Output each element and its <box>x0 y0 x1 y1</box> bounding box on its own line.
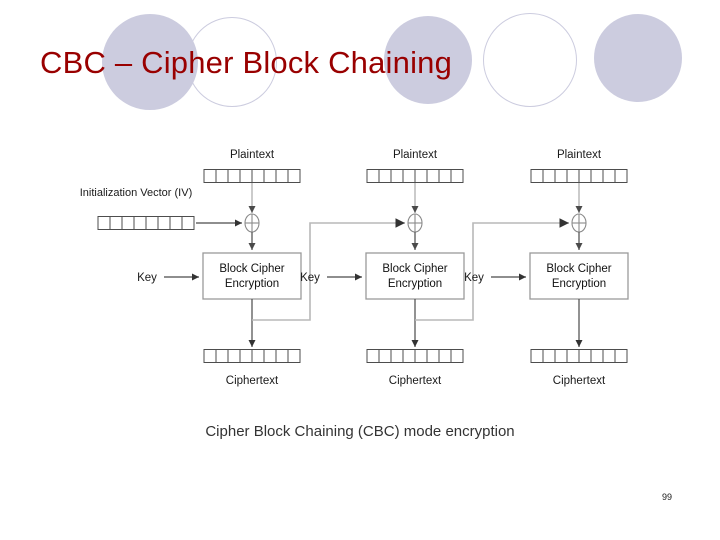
page-number: 99 <box>662 492 673 502</box>
block-cell <box>239 169 253 183</box>
stage-2-key-label: Key <box>300 272 320 284</box>
block-cell <box>426 349 440 363</box>
stage-1-ciphertext-label: Ciphertext <box>226 375 279 387</box>
stage-2-cipher-box-line1: Block Cipher <box>382 263 447 275</box>
block-cell <box>414 349 428 363</box>
block-cell <box>402 349 416 363</box>
stage-3-ciphertext-block <box>530 349 628 363</box>
block-cell <box>614 169 628 183</box>
block-cell <box>287 349 301 363</box>
stage-3-xor-gate <box>571 213 587 233</box>
block-cell <box>542 169 556 183</box>
block-cell <box>366 169 380 183</box>
iv-block <box>97 216 195 230</box>
stage-2-feedback-wire <box>415 218 569 321</box>
stage-2-ciphertext-label: Ciphertext <box>389 375 442 387</box>
stage-1-plaintext-block <box>203 169 301 183</box>
block-cell <box>109 216 123 230</box>
block-cell <box>590 349 604 363</box>
stage-3-plaintext-label: Plaintext <box>557 149 602 161</box>
block-cell <box>602 349 616 363</box>
block-cell <box>203 349 217 363</box>
stage-3-cipher-box <box>529 252 629 300</box>
block-cell <box>378 349 392 363</box>
block-cell <box>366 349 380 363</box>
deco-circle-5 <box>594 14 682 102</box>
block-cell <box>530 169 544 183</box>
block-cell <box>450 169 464 183</box>
block-cell <box>133 216 147 230</box>
stage-1-ciphertext-block <box>203 349 301 363</box>
block-cell <box>275 349 289 363</box>
block-cell <box>287 169 301 183</box>
block-cell <box>227 349 241 363</box>
stage-3-plaintext-block <box>530 169 628 183</box>
block-cell <box>414 169 428 183</box>
diagram-caption: Cipher Block Chaining (CBC) mode encrypt… <box>205 423 514 440</box>
block-cell <box>239 349 253 363</box>
stage-1-xor-gate <box>244 213 260 233</box>
block-cell <box>181 216 195 230</box>
block-cell <box>227 169 241 183</box>
block-cell <box>590 169 604 183</box>
stage-2-plaintext-label: Plaintext <box>393 149 438 161</box>
stage-2-plaintext-block <box>366 169 464 183</box>
block-cell <box>390 169 404 183</box>
block-cell <box>215 169 229 183</box>
block-cell <box>530 349 544 363</box>
stage-3-cipher-box-line2: Encryption <box>552 278 606 290</box>
block-cell <box>145 216 159 230</box>
stage-2-cipher-box-line2: Encryption <box>388 278 442 290</box>
stage-1-plaintext-label: Plaintext <box>230 149 275 161</box>
block-cell <box>97 216 111 230</box>
stage-1-cipher-box <box>202 252 302 300</box>
block-cell <box>169 216 183 230</box>
stage-1-cipher-box-line1: Block Cipher <box>219 263 284 275</box>
stage-3-key-label: Key <box>464 272 484 284</box>
block-cell <box>566 349 580 363</box>
page-title: CBC – Cipher Block Chaining <box>40 45 453 80</box>
block-cell <box>578 169 592 183</box>
block-cell <box>554 349 568 363</box>
block-cell <box>438 169 452 183</box>
deco-circle-4 <box>483 13 577 107</box>
block-cell <box>554 169 568 183</box>
block-cell <box>438 349 452 363</box>
iv-label: Initialization Vector (IV) <box>80 187 193 199</box>
block-cell <box>251 349 265 363</box>
block-cell <box>251 169 265 183</box>
block-cell <box>215 349 229 363</box>
block-cell <box>426 169 440 183</box>
stage-3-ciphertext-label: Ciphertext <box>553 375 606 387</box>
block-cell <box>378 169 392 183</box>
block-cell <box>263 349 277 363</box>
block-cell <box>542 349 556 363</box>
stage-1-feedback-wire <box>252 218 405 321</box>
stage-1-key-label: Key <box>137 272 157 284</box>
block-cell <box>121 216 135 230</box>
block-cell <box>390 349 404 363</box>
stage-2-cipher-box <box>365 252 465 300</box>
block-cell <box>450 349 464 363</box>
block-cell <box>263 169 277 183</box>
stage-2-ciphertext-block <box>366 349 464 363</box>
stage-3-cipher-box-line1: Block Cipher <box>546 263 611 275</box>
block-cell <box>157 216 171 230</box>
block-cell <box>566 169 580 183</box>
stage-1-cipher-box-line2: Encryption <box>225 278 279 290</box>
stage-2-xor-gate <box>407 213 423 233</box>
block-cell <box>203 169 217 183</box>
block-cell <box>614 349 628 363</box>
block-cell <box>602 169 616 183</box>
block-cell <box>275 169 289 183</box>
block-cell <box>578 349 592 363</box>
block-cell <box>402 169 416 183</box>
